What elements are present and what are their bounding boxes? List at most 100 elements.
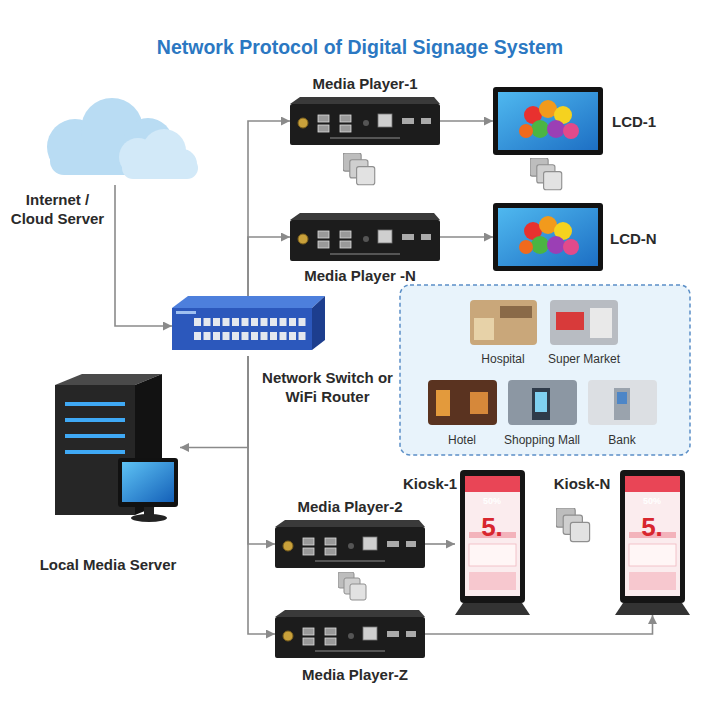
illustration-part <box>340 241 351 248</box>
illustration-part <box>519 240 533 254</box>
illustration-part <box>204 332 211 340</box>
illustration-part <box>131 514 167 522</box>
illustration-part <box>122 157 198 179</box>
node-label: Local Media Server <box>28 555 188 574</box>
illustration-part <box>65 418 125 422</box>
network-switch <box>172 296 325 356</box>
media-player: Media Player-Z <box>275 610 425 658</box>
media-player-box <box>275 610 425 658</box>
connector-arrow <box>440 236 493 238</box>
illustration-part <box>289 318 296 326</box>
illustration-part <box>338 572 366 600</box>
illustration-part <box>340 125 351 132</box>
illustration-part <box>232 332 239 340</box>
illustration-part <box>303 638 314 645</box>
illustration-part <box>620 470 685 603</box>
illustration-part <box>280 332 287 340</box>
connector-arrow <box>115 185 172 326</box>
media-player-box <box>275 520 425 568</box>
illustration-part <box>387 631 399 637</box>
illustration-part <box>290 220 440 261</box>
illustration-part <box>275 617 425 658</box>
illustration-part <box>172 308 312 350</box>
illustration-part <box>629 544 676 566</box>
illustration-part <box>176 311 196 314</box>
illustration-part <box>363 537 377 550</box>
network-switch: Network Switch or WiFi Router <box>172 296 325 356</box>
illustration-part <box>299 332 306 340</box>
venue-panel <box>400 285 690 455</box>
illustration-part <box>340 231 351 238</box>
connector-arrow <box>248 356 275 634</box>
node-label: Internet / Cloud Server <box>5 190 110 228</box>
illustration-part <box>303 548 314 555</box>
media-player: Media Player-2 <box>275 520 425 568</box>
node-label: LCD-N <box>610 229 670 248</box>
illustration-part <box>318 241 329 248</box>
illustration-part <box>493 203 603 271</box>
illustration-part <box>625 476 680 596</box>
illustration-part <box>318 125 329 132</box>
kiosk-screen-text: 50% <box>627 496 677 506</box>
illustration-part <box>315 560 385 562</box>
node-label: Kiosk-N <box>551 474 613 493</box>
media-player-box <box>290 97 440 145</box>
illustration-part <box>251 318 258 326</box>
cloud-shape <box>30 95 200 185</box>
illustration-part <box>144 507 154 515</box>
illustration-part <box>194 318 201 326</box>
kiosk-stand <box>615 470 690 615</box>
illustration-part <box>406 541 416 547</box>
illustration-part <box>428 380 497 425</box>
diagram-title: Network Protocol of Digital Signage Syst… <box>0 36 720 59</box>
kiosk-display: Kiosk-1 <box>455 470 530 615</box>
illustration-part <box>119 129 198 179</box>
illustration-part <box>325 628 336 635</box>
lcd-screen <box>493 87 603 155</box>
illustration-part <box>615 603 690 615</box>
illustration-part <box>629 572 676 590</box>
illustration-part <box>421 118 431 124</box>
lcd-display: LCD-1 <box>493 87 603 155</box>
media-server: Local Media Server <box>50 370 180 525</box>
illustration-part <box>508 380 577 425</box>
lcd-screen <box>493 203 603 271</box>
illustration-part <box>460 470 525 603</box>
illustration-part <box>330 253 400 255</box>
kiosk-screen-text: 5. <box>627 512 677 542</box>
illustration-part <box>470 392 488 414</box>
illustration-part <box>563 239 579 255</box>
node-label: Media Player-Z <box>280 665 430 684</box>
illustration-part <box>213 332 220 340</box>
illustration-part <box>204 318 211 326</box>
media-player: Media Player -N <box>290 213 440 261</box>
venue-caption: Shopping Mall <box>497 433 587 447</box>
illustration-part <box>387 541 399 547</box>
node-label: LCD-1 <box>612 112 672 131</box>
illustration-part <box>436 390 450 416</box>
illustration-part <box>402 234 414 240</box>
venue-caption: Bank <box>577 433 667 447</box>
illustration-part <box>469 572 516 590</box>
illustration-part <box>531 120 549 138</box>
illustration-part <box>343 153 375 185</box>
illustration-part <box>213 318 220 326</box>
illustration-part <box>402 118 414 124</box>
illustration-part <box>498 92 598 150</box>
illustration-part <box>330 137 400 139</box>
illustration-part <box>550 300 618 345</box>
illustration-part <box>325 538 336 545</box>
illustration-part <box>465 476 520 596</box>
illustration-part <box>298 118 308 128</box>
illustration-part <box>500 306 532 318</box>
venue-caption: Hotel <box>417 433 507 447</box>
illustration-part <box>275 520 425 527</box>
kiosk-stand <box>455 470 530 615</box>
media-player: Media Player-1 <box>290 97 440 145</box>
illustration-part <box>455 603 530 615</box>
illustration-part <box>275 610 425 617</box>
illustration-part <box>519 124 533 138</box>
illustration-part <box>325 548 336 555</box>
illustration-part <box>363 627 377 640</box>
illustration-part <box>470 300 537 345</box>
